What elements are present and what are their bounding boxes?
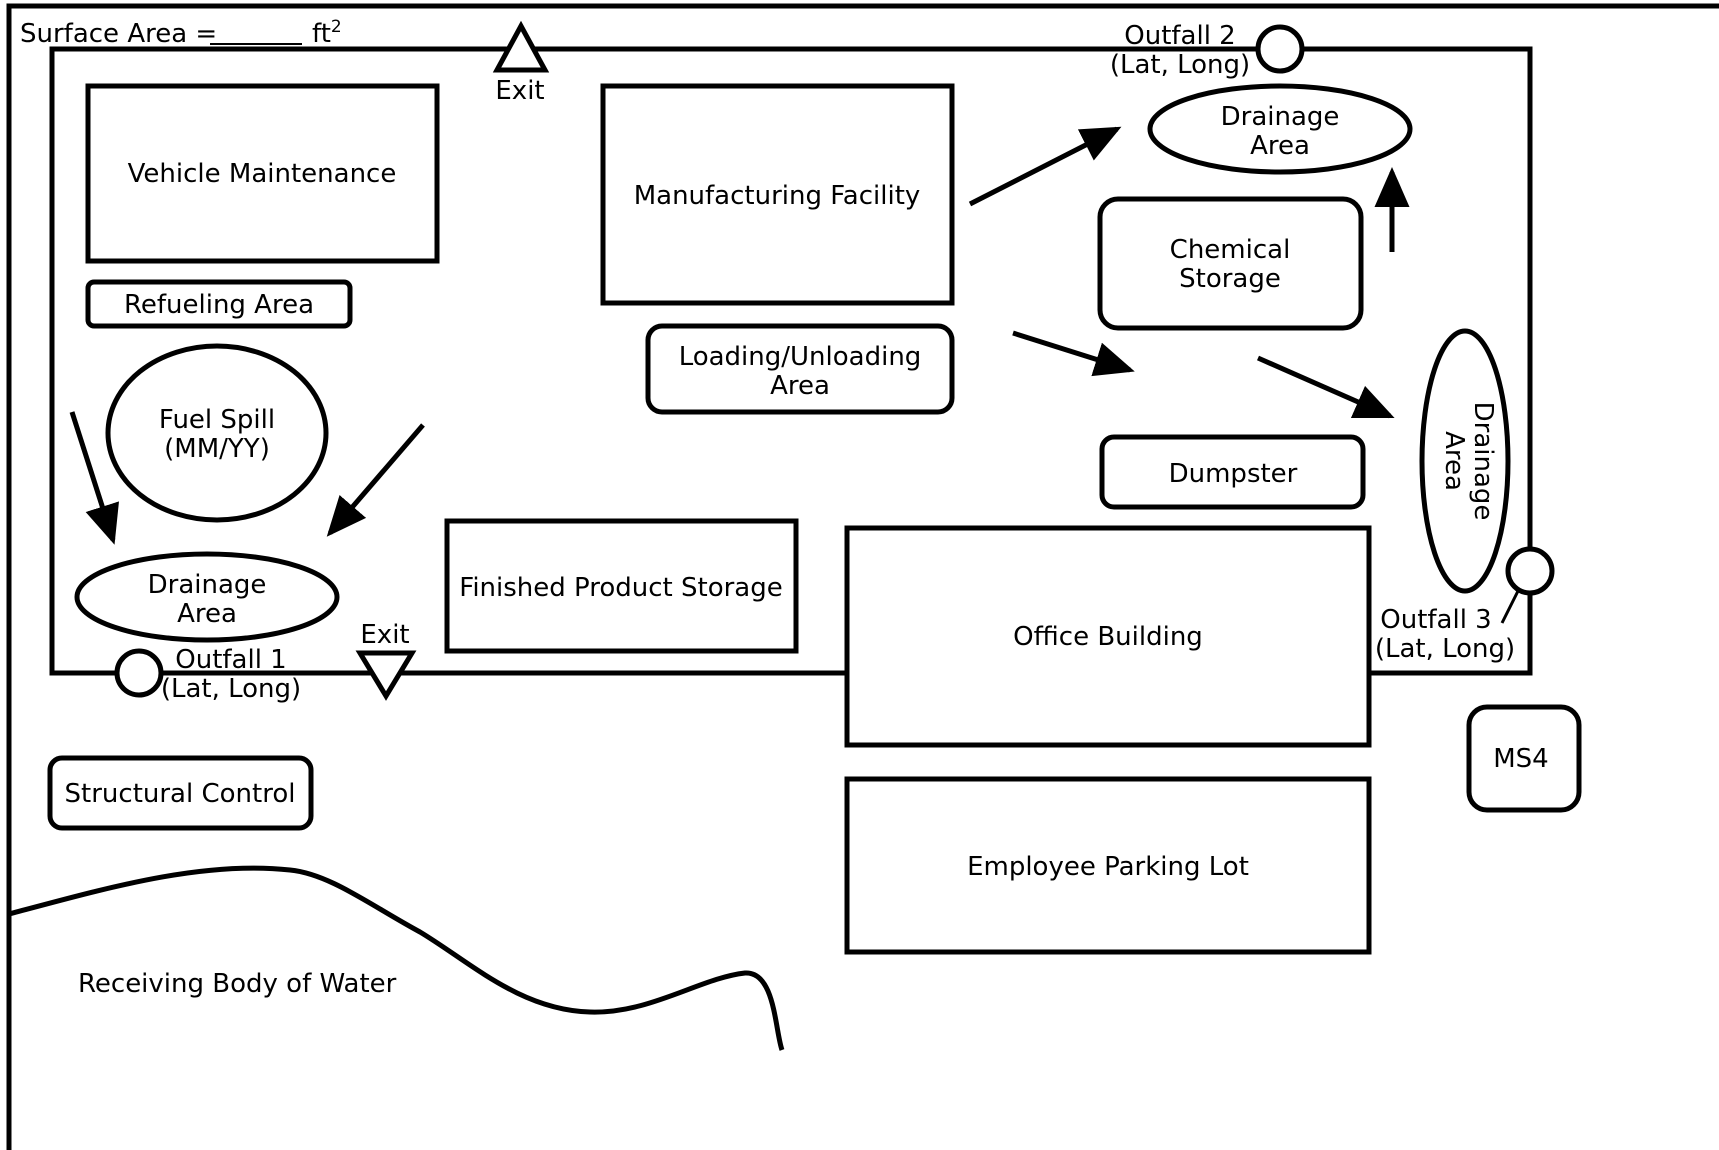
refueling-area-box [85, 279, 353, 329]
exit-south-triangle [355, 650, 417, 701]
ms4-label: MS4 [1493, 744, 1548, 774]
flow-arrow-spill-to-drainage [326, 423, 425, 537]
refueling-area-label: Refueling Area [124, 290, 314, 320]
loading-unloading-box [645, 323, 955, 415]
flow-arrow-manufacturing-to-drainage [968, 126, 1122, 207]
exit-south-label: Exit [360, 620, 409, 650]
dumpster-box [1099, 434, 1366, 510]
chemical-storage-line2: Storage [1179, 264, 1281, 294]
flow-arrow-loading-to-chemical [1012, 330, 1135, 377]
drainage-area-top-right-line1: Drainage [1221, 102, 1340, 132]
outfall-2-label: Outfall 2 [1124, 21, 1235, 51]
loading-unloading-line2: Area [770, 371, 830, 401]
receiving-water-label: Receiving Body of Water [78, 969, 397, 999]
finished-product-storage-box [444, 518, 799, 654]
chemical-storage-line1: Chemical [1170, 235, 1291, 265]
dumpster-label: Dumpster [1169, 459, 1298, 489]
shoreline [8, 865, 785, 1051]
drainage-area-bottom-left [74, 551, 340, 643]
drainage-area-top-right-line2: Area [1250, 131, 1310, 161]
outfall-3-leader [1500, 590, 1520, 624]
employee-parking-label: Employee Parking Lot [967, 852, 1249, 882]
ms4-box [1466, 704, 1582, 813]
manufacturing-facility-label: Manufacturing Facility [634, 181, 921, 211]
vehicle-maintenance-box [85, 83, 440, 264]
outfall-2-marker [1255, 24, 1305, 74]
drainage-area-right-line2: Area [1439, 431, 1469, 491]
drainage-area-right [1419, 328, 1511, 594]
loading-unloading-line1: Loading/Unloading [679, 342, 922, 372]
fuel-spill-label: Fuel Spill [159, 405, 275, 435]
outfall-1-label: Outfall 1 [175, 645, 286, 675]
outfall-2-coords: (Lat, Long) [1110, 50, 1250, 80]
office-building-box [844, 525, 1372, 748]
exit-north-triangle [492, 20, 550, 73]
drainage-area-top-right [1147, 83, 1413, 175]
structural-control-box [47, 755, 314, 831]
outfall-1-coords: (Lat, Long) [161, 674, 301, 704]
chemical-storage-box [1097, 196, 1364, 331]
page-border [6, 3, 1719, 1150]
fuel-spill-date: (MM/YY) [164, 434, 270, 464]
vehicle-maintenance-label: Vehicle Maintenance [128, 159, 397, 189]
outfall-3-label: Outfall 3 [1380, 605, 1491, 635]
drainage-area-bottom-left-line2: Area [177, 599, 237, 629]
flow-arrow-fuel-to-drainage [69, 411, 119, 545]
facility-boundary [49, 46, 1533, 676]
flow-arrow-to-right-drainage [1256, 355, 1395, 419]
surface-area-unit: ft2 [312, 17, 342, 49]
surface-area-label: Surface Area = [20, 19, 217, 49]
outfall-3-coords: (Lat, Long) [1375, 634, 1515, 664]
drainage-area-right-line1: Drainage [1468, 402, 1498, 521]
employee-parking-box [844, 776, 1372, 955]
office-building-label: Office Building [1013, 622, 1203, 652]
outfall-3-marker [1505, 546, 1555, 596]
outfall-1-marker [114, 648, 164, 698]
exit-north-label: Exit [495, 76, 544, 106]
finished-product-storage-label: Finished Product Storage [459, 573, 783, 603]
structural-control-label: Structural Control [65, 779, 296, 809]
drainage-area-bottom-left-line1: Drainage [148, 570, 267, 600]
fuel-spill-ellipse [105, 343, 329, 523]
manufacturing-facility-box [600, 83, 955, 306]
